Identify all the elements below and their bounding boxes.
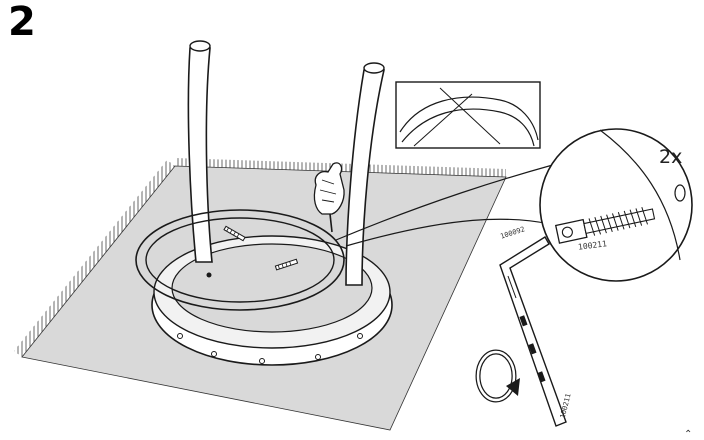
leg-right xyxy=(345,69,386,286)
leg-right-top xyxy=(363,62,385,74)
leg-left xyxy=(187,47,213,263)
bolt-icon xyxy=(554,207,656,244)
screw-detail-callout xyxy=(539,128,693,282)
alignment-detail-box xyxy=(395,81,541,149)
chair-legs xyxy=(187,40,386,286)
seat-ring-outer xyxy=(135,209,345,311)
leg-left-top xyxy=(189,40,211,52)
rug-fringe-left xyxy=(14,160,175,357)
base-bolt-hole xyxy=(357,333,363,339)
rotate-arrow-icon xyxy=(475,349,520,403)
loose-screws xyxy=(223,225,299,271)
base-bolt-hole xyxy=(177,333,183,339)
base-bolt-hole xyxy=(259,358,265,364)
seat-ring-inner xyxy=(145,217,335,303)
hand-icon xyxy=(313,162,345,233)
base-bolt-hole xyxy=(315,354,321,360)
allen-key-icon xyxy=(499,236,567,427)
corner-mark: ⌃ xyxy=(684,429,692,440)
screw xyxy=(274,258,299,271)
quantity-label: 2x xyxy=(659,146,683,168)
screw xyxy=(223,225,246,242)
seat-bolt-hole xyxy=(206,272,212,278)
step-number: 2 xyxy=(8,0,36,45)
screw-hole-icon xyxy=(674,184,686,202)
base-bolt-hole xyxy=(211,351,217,357)
callout-surface-curve xyxy=(599,129,681,261)
seat-ring xyxy=(135,209,345,311)
